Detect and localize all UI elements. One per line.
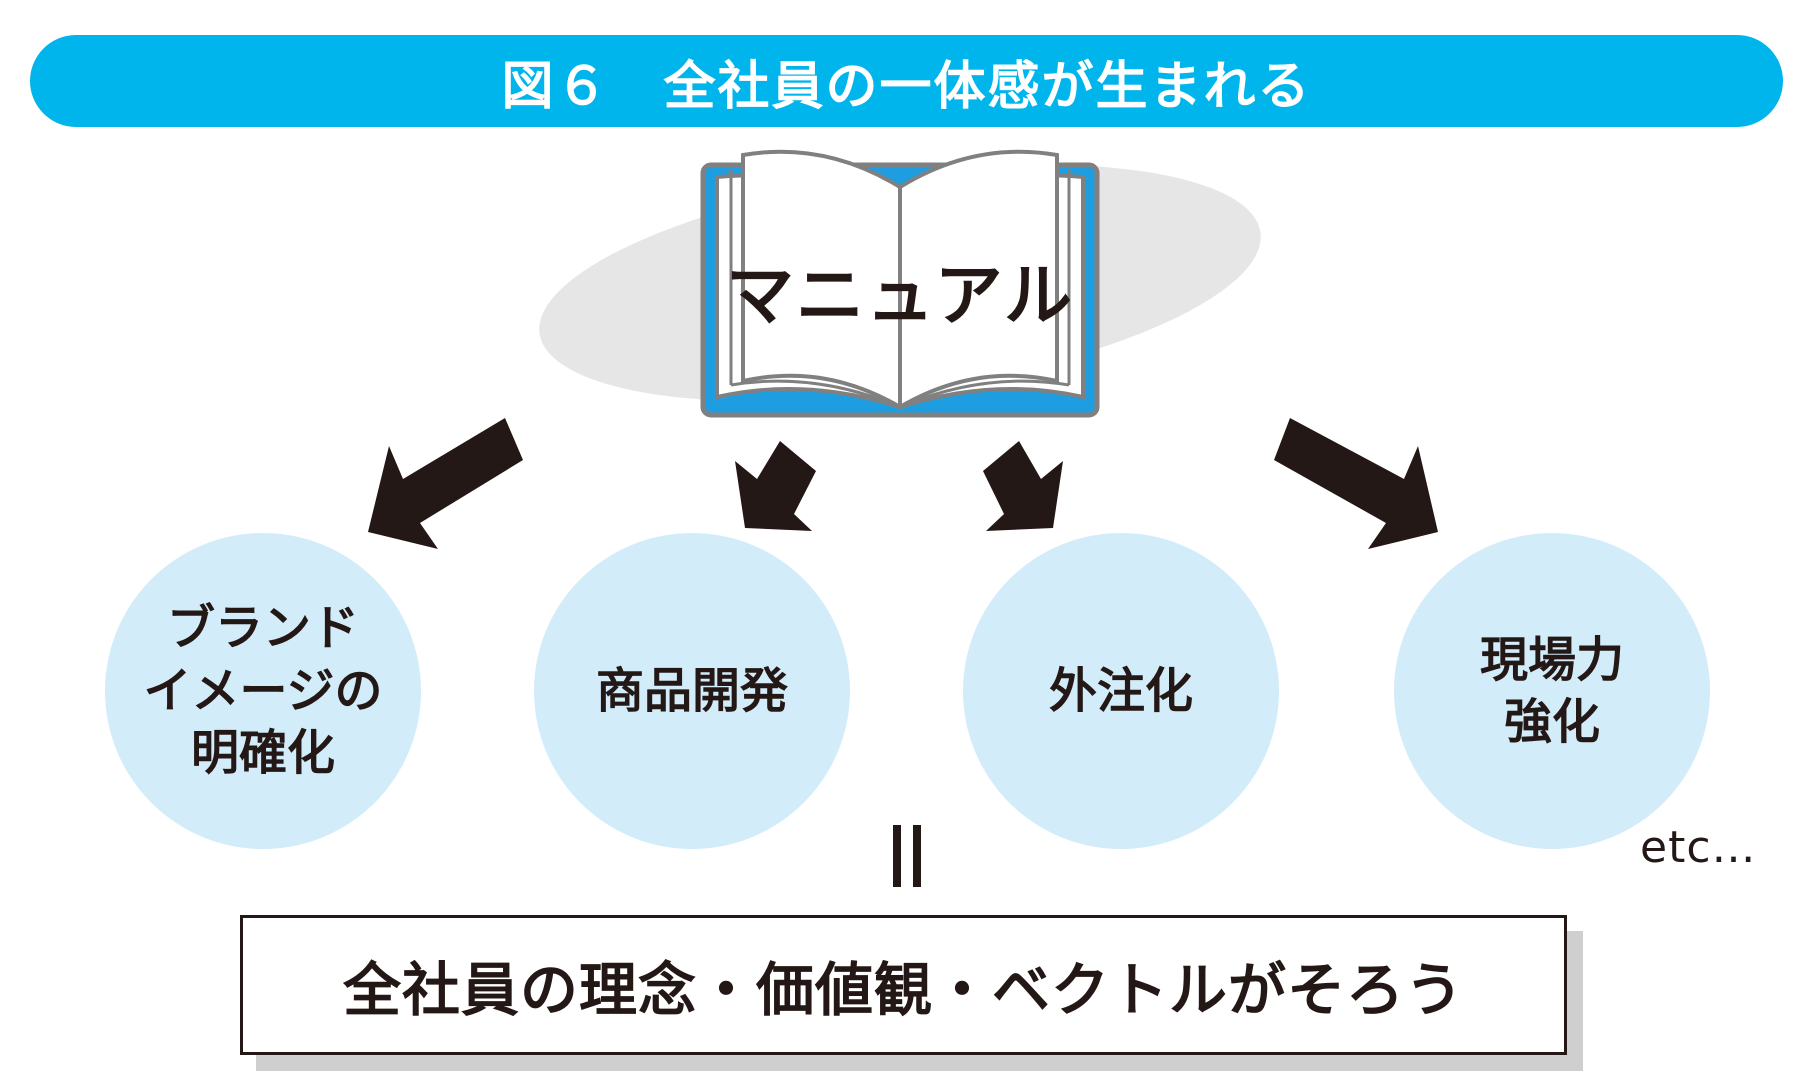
- outcome-label: ブランド イメージの 明確化: [143, 600, 383, 782]
- arrow-to-brand: [368, 418, 523, 549]
- equals-bar: [913, 825, 921, 887]
- conclusion-box: 全社員の理念・価値観・ベクトルがそろう: [240, 915, 1567, 1055]
- outcome-circle-product: 商品開発: [534, 533, 850, 849]
- equals-bar: [893, 825, 901, 887]
- outcome-label: 現場力 強化: [1479, 631, 1624, 750]
- open-book-icon: [700, 149, 1100, 418]
- book-page-curve: [730, 379, 1070, 409]
- outcome-circle-brand: ブランド イメージの 明確化: [105, 533, 421, 849]
- equals-symbol: [893, 825, 923, 887]
- arrow-to-outsourcing: [983, 441, 1063, 531]
- manual-label: マニュアル: [726, 257, 1074, 336]
- arrow-to-product: [735, 441, 816, 531]
- arrow-to-field: [1274, 418, 1438, 549]
- figure-title: 図６ 全社員の一体感が生まれる: [501, 56, 1312, 117]
- title-banner: 図６ 全社員の一体感が生まれる: [30, 35, 1783, 127]
- conclusion-text: 全社員の理念・価値観・ベクトルがそろう: [342, 956, 1464, 1024]
- outcome-circle-field: 現場力 強化: [1394, 533, 1710, 849]
- outcome-label: 外注化: [1048, 662, 1193, 719]
- outcome-circle-outsourcing: 外注化: [963, 533, 1279, 849]
- outcome-label: 商品開発: [595, 662, 788, 719]
- etc-label: etc…: [1640, 822, 1757, 873]
